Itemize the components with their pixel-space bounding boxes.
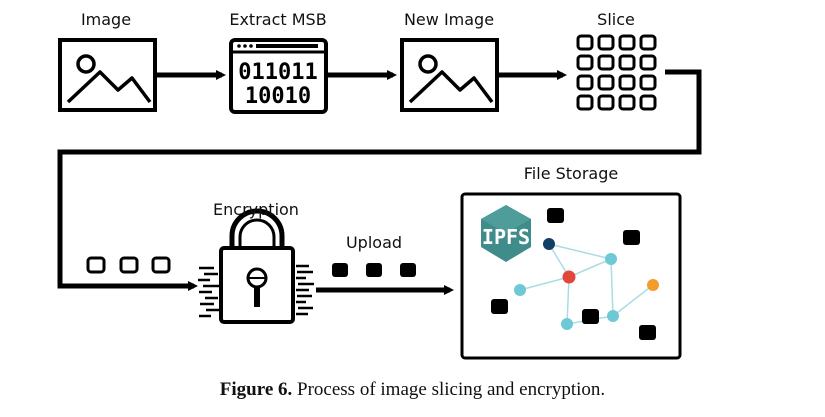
ipfs-logo: IPFS — [481, 205, 531, 262]
binary-line-1: 011011 — [238, 60, 317, 85]
node-orange — [647, 279, 659, 291]
label-new-image: New Image — [403, 10, 495, 29]
label-upload: Upload — [345, 233, 403, 252]
stored-blocks — [491, 208, 656, 340]
slice-grid-icon — [576, 34, 657, 111]
binary-window-icon: 011011 10010 — [229, 38, 328, 114]
slice-pieces-encrypted — [332, 263, 416, 277]
slice-pieces-outline — [86, 256, 171, 274]
lock-icon — [198, 208, 314, 324]
node-blue — [561, 318, 573, 330]
label-extract-msb: Extract MSB — [229, 10, 327, 29]
caption-text: Process of image slicing and encryption. — [292, 379, 606, 400]
node-navy — [543, 238, 555, 250]
node-blue — [514, 284, 526, 296]
new-image-icon — [400, 38, 499, 112]
label-slice: Slice — [597, 10, 635, 29]
label-file-storage: File Storage — [523, 164, 619, 183]
label-encryption: Encryption — [213, 200, 299, 219]
connector-slice-to-encryption — [57, 69, 702, 291]
figure-caption: Figure 6. Process of image slicing and e… — [0, 379, 825, 401]
binary-line-2: 10010 — [245, 84, 311, 109]
node-red — [562, 270, 576, 284]
node-blue — [605, 253, 617, 265]
caption-label: Figure 6. — [219, 379, 293, 400]
label-image: Image — [80, 10, 132, 29]
image-icon — [58, 38, 157, 112]
network-nodes — [514, 238, 659, 330]
ipfs-logo-text: IPFS — [482, 225, 530, 249]
node-blue — [607, 310, 619, 322]
